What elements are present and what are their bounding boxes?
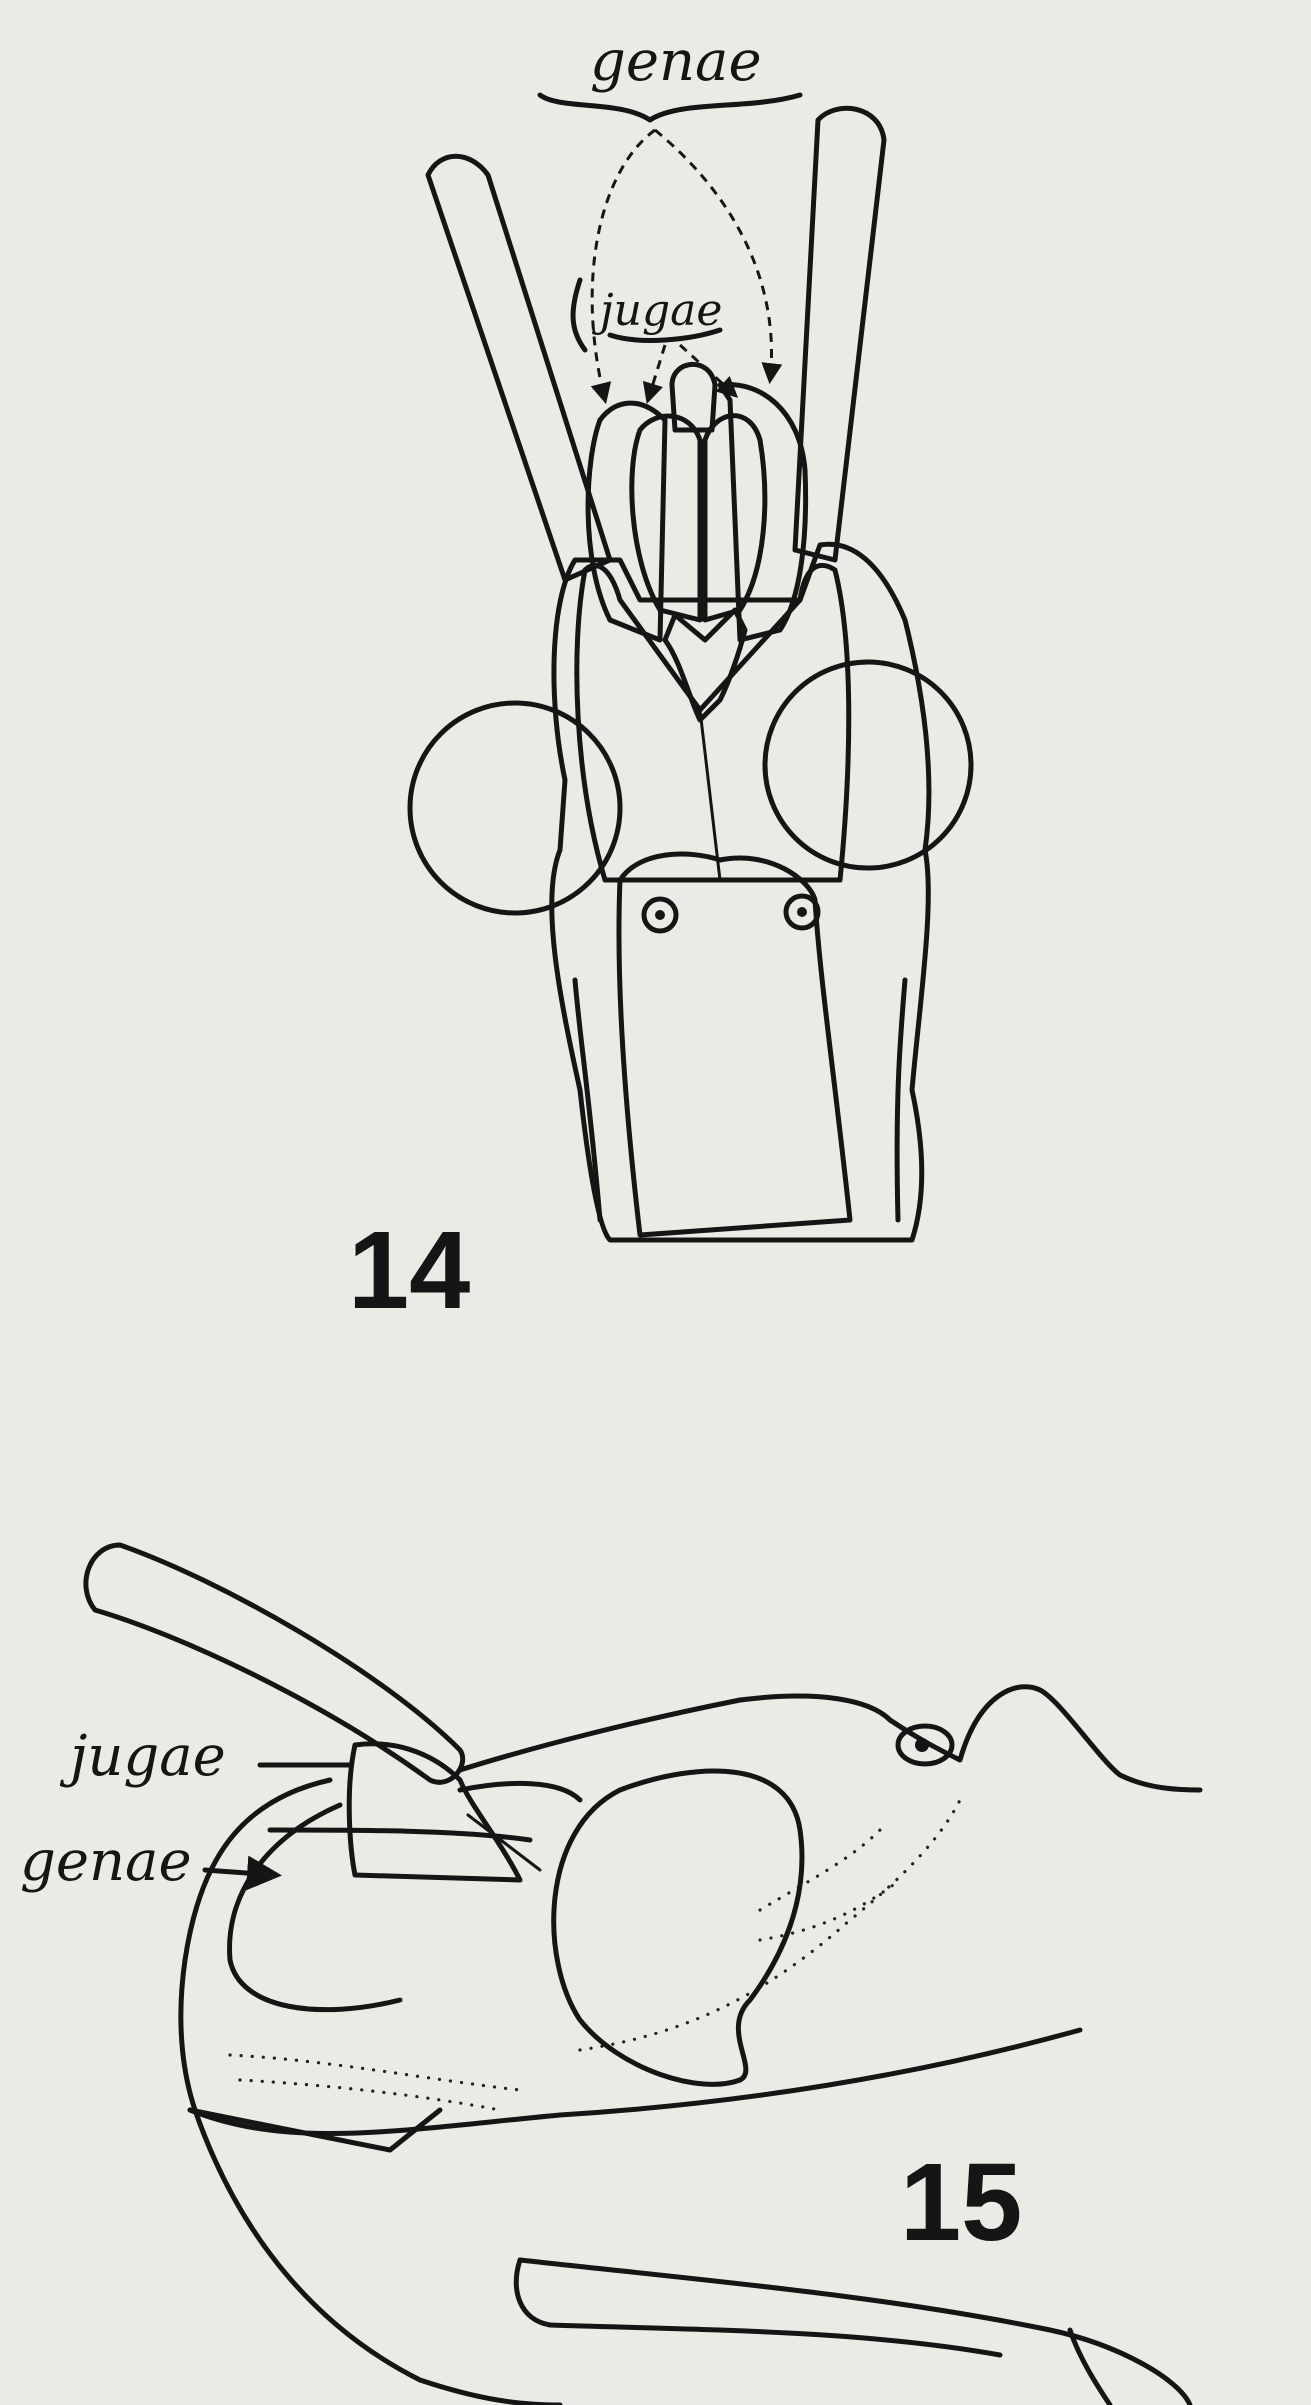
- jugae-label-fig15: jugae: [59, 1724, 226, 1789]
- head-outline-lateral: [460, 1687, 1200, 1790]
- compound-eye-lateral: [554, 1771, 802, 2084]
- jugae-lobes: [632, 364, 765, 620]
- gular-stipple-2: [240, 2080, 500, 2110]
- antennae: [428, 108, 884, 580]
- genae-arrow-left: [592, 130, 655, 400]
- rostrum-joint: [516, 2260, 550, 2325]
- jugae-arrow-right: [680, 345, 735, 395]
- genae-label-fig15: genae: [20, 1829, 192, 1894]
- median-suture: [700, 440, 702, 620]
- vertex: [619, 854, 850, 1235]
- genae-brace: [540, 95, 800, 120]
- rostrum-inner-edge: [550, 2325, 1000, 2355]
- right-compound-eye: [765, 662, 971, 868]
- jugum: [349, 1744, 520, 1880]
- rostrum-outer: [195, 2110, 560, 2405]
- figure-number-14: 14: [348, 1209, 470, 1332]
- jugae-arrow-left: [648, 345, 665, 400]
- cheek-stipple-2: [760, 1830, 880, 1910]
- jugum-suture: [460, 1783, 580, 1800]
- rostrum-upper-edge: [520, 2260, 1190, 2405]
- right-lateral-margin: [897, 980, 905, 1220]
- cheek-stipple-1: [580, 1800, 960, 2050]
- figure-15: jugae genae 15: [20, 1545, 1200, 2405]
- genae-arrow-right: [655, 130, 772, 380]
- gular-stipple-1: [230, 2055, 520, 2090]
- figure-number-15: 15: [900, 2141, 1022, 2264]
- right-antenna: [795, 108, 884, 560]
- jugae-label-fig14: jugae: [591, 285, 722, 336]
- genae-leader: [205, 1870, 275, 1875]
- ventral-margin: [190, 2030, 1080, 2133]
- genal-tooth: [468, 1815, 540, 1870]
- figure-14: genae jugae 14: [348, 29, 971, 1332]
- genae-label-fig14: genae: [590, 29, 762, 94]
- jugae-bracket: [573, 280, 585, 350]
- left-antenna: [428, 156, 610, 580]
- cheek-stipple-3: [760, 1880, 900, 1940]
- gena-lateral: [230, 1805, 400, 2010]
